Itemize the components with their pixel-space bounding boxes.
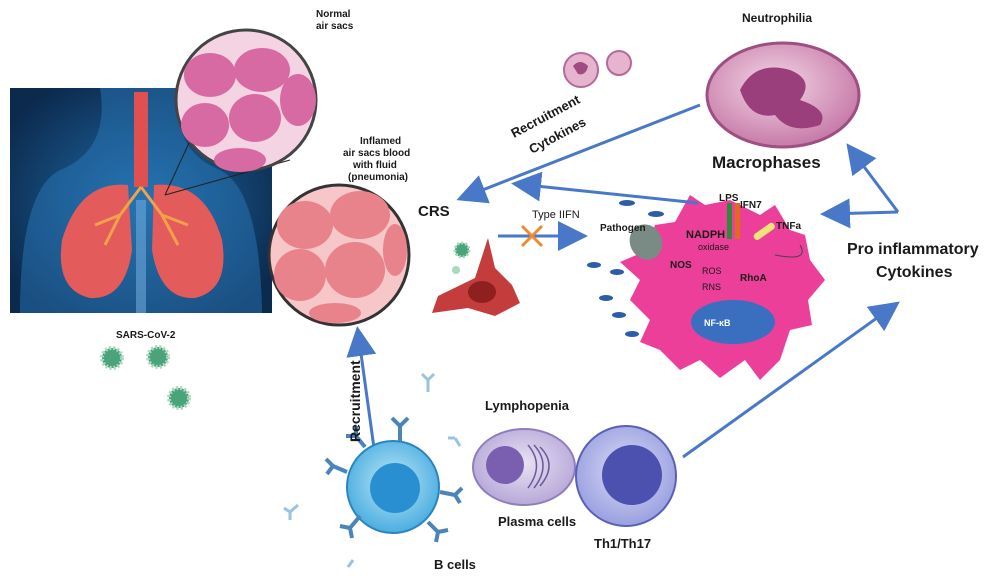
plasma-cells-label: Plasma cells xyxy=(498,514,576,529)
virus-icon xyxy=(453,241,471,259)
normal-air-sacs-label: air sacs xyxy=(316,21,354,32)
th-cell xyxy=(575,425,677,527)
bacteria-icon xyxy=(587,200,664,337)
arrows xyxy=(346,103,900,459)
plasma-cell xyxy=(472,428,576,506)
pathogen-label: Pathogen xyxy=(600,223,646,234)
pathway-line xyxy=(774,244,803,258)
pathogen-icon xyxy=(629,224,663,260)
lymphopenia-label: Lymphopenia xyxy=(485,398,570,413)
antibody-icon xyxy=(283,372,462,568)
ros-label: ROS xyxy=(702,266,722,276)
virus-icon xyxy=(100,345,191,410)
nfkb-label: NF-κB xyxy=(704,318,731,328)
inflamed-label: air sacs blood xyxy=(343,148,410,159)
tnfa-label: TNFa xyxy=(776,221,801,232)
macrophases-label: Macrophases xyxy=(712,153,821,172)
b-cells-label: B cells xyxy=(434,557,476,572)
nadph-label: oxidase xyxy=(698,242,729,252)
rhoa-label: RhoA xyxy=(740,273,767,284)
normal-air-sacs-label: Normal xyxy=(316,9,351,20)
small-neutrophil xyxy=(563,50,632,88)
neutrophilia-label: Neutrophilia xyxy=(742,11,812,25)
th-label: Th1/Th17 xyxy=(594,536,651,551)
macrophage xyxy=(620,195,825,380)
nadph-label: NADPH xyxy=(686,229,725,241)
neutrophil xyxy=(705,41,861,149)
rns-label: RNS xyxy=(702,282,721,292)
receptor-icon xyxy=(727,203,775,240)
inflamed-label: Inflamed xyxy=(360,136,401,147)
normal-air-sacs xyxy=(174,28,318,172)
inflamed-label: with fluid xyxy=(352,160,397,171)
pro-inflammatory-label: Cytokines xyxy=(876,264,953,281)
type-iifn-label: Type IIFN xyxy=(532,209,580,221)
virus-particle xyxy=(452,266,460,274)
b-cell xyxy=(346,440,440,534)
inhibit-icon xyxy=(520,224,544,248)
recruitment-label: Recruitment xyxy=(347,360,363,442)
inflamed-air-sacs xyxy=(267,183,411,327)
antibody-icon xyxy=(324,416,464,543)
lps-label: LPS xyxy=(719,193,739,204)
sars-label: SARS-CoV-2 xyxy=(116,330,176,341)
dendritic-cell xyxy=(432,238,520,316)
nos-label: NOS xyxy=(670,260,692,271)
inflamed-label: (pneumonia) xyxy=(348,172,408,183)
crs-label: CRS xyxy=(418,203,450,220)
pro-inflammatory-label: Pro inflammatory xyxy=(847,241,979,258)
ifn-label: IFN7 xyxy=(740,200,762,211)
